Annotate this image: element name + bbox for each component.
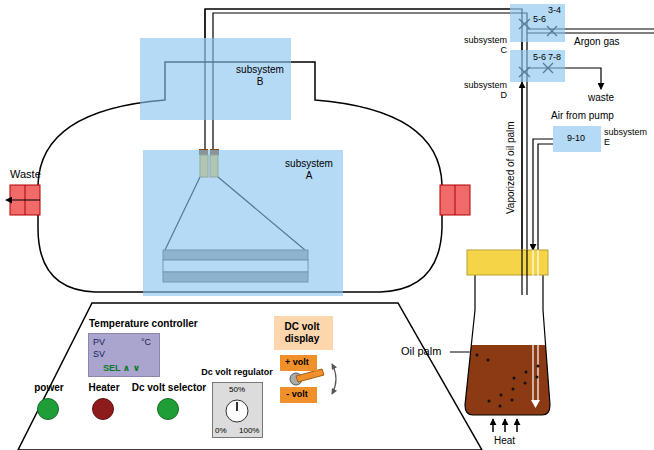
lever-arrow bbox=[332, 364, 336, 394]
leader-line bbox=[450, 352, 471, 353]
air-arrow bbox=[531, 400, 540, 408]
dial-pointer bbox=[236, 402, 238, 411]
node-label: 9-10 bbox=[567, 133, 585, 143]
oil-flask: Oil palm bbox=[465, 250, 550, 415]
temperature-controller: Temperature controllerPVSV°CSEL ∧ ∨ bbox=[88, 333, 160, 377]
subsystem-box: subsystem E9-10 bbox=[553, 126, 601, 152]
bubble bbox=[499, 405, 502, 408]
annotation-label: Waste bbox=[10, 168, 41, 181]
air-tube bbox=[538, 144, 553, 250]
bubble bbox=[511, 399, 514, 402]
bubble bbox=[525, 371, 528, 374]
side-port bbox=[440, 185, 470, 215]
flask-stopper bbox=[467, 250, 548, 275]
node-label: 7-8 bbox=[548, 52, 561, 62]
tube-connector bbox=[205, 9, 510, 38]
bubble bbox=[487, 359, 490, 362]
waste-outlet bbox=[6, 199, 40, 200]
flask-tube bbox=[532, 250, 533, 400]
annotation-label: Heat bbox=[494, 435, 515, 447]
flow-label: Vaporized of oil palm bbox=[504, 122, 516, 215]
dial-knob bbox=[226, 400, 248, 422]
node-heading: subsystem C bbox=[460, 35, 507, 56]
tube-connector bbox=[533, 139, 553, 250]
bubble bbox=[536, 376, 539, 379]
node-label: subsystem A bbox=[281, 158, 337, 181]
bubble bbox=[500, 394, 503, 397]
subsystem-box: subsystem D5-67-8 bbox=[510, 50, 565, 82]
node-label: 5-6 bbox=[533, 14, 546, 24]
node-label: subsystem B bbox=[232, 64, 288, 87]
bubble bbox=[537, 365, 540, 368]
node-heading: Dc volt regulator bbox=[197, 367, 277, 377]
volt-button: - volt bbox=[280, 387, 317, 403]
bubble bbox=[512, 388, 515, 391]
node-heading: Dc volt selector bbox=[119, 382, 219, 394]
node-label: 100% bbox=[239, 426, 259, 435]
selector-button: Dc volt selector bbox=[157, 398, 179, 420]
annotation-label: Argon gas bbox=[574, 36, 620, 48]
subsystem-box: subsystem B bbox=[140, 38, 291, 120]
node-heading: subsystem D bbox=[460, 80, 507, 101]
control-base bbox=[18, 303, 482, 450]
bubble bbox=[476, 354, 479, 357]
subsystem-box: subsystem A bbox=[143, 150, 343, 296]
volt-regulator-dial: Dc volt regulator50%0%100% bbox=[212, 382, 263, 438]
tube-connector bbox=[521, 42, 522, 50]
node-label: 3-4 bbox=[548, 5, 561, 15]
node-label: DC volt display bbox=[274, 321, 330, 344]
bubble bbox=[513, 377, 516, 380]
node-label: 50% bbox=[213, 385, 261, 394]
heater-button: Heater bbox=[92, 398, 114, 420]
node-label: 0% bbox=[215, 426, 227, 435]
node-heading: power bbox=[0, 382, 99, 394]
flask-tube bbox=[521, 250, 522, 295]
heat-arrow bbox=[504, 419, 506, 432]
volt-button: + volt bbox=[280, 355, 317, 371]
node-label: °C bbox=[141, 337, 151, 347]
node-label: + volt bbox=[280, 357, 314, 367]
annotation-label: waste bbox=[588, 92, 614, 104]
node-heading: Temperature controller bbox=[89, 318, 198, 330]
tube-connector bbox=[521, 82, 522, 250]
node-heading: subsystem E bbox=[604, 127, 651, 148]
heat-arrow bbox=[516, 419, 518, 432]
bubble bbox=[524, 382, 527, 385]
bubble bbox=[488, 400, 491, 403]
port-divider bbox=[455, 185, 456, 215]
oil-liquid bbox=[465, 345, 550, 415]
volt-display: DC volt display bbox=[274, 316, 333, 350]
node-label: 5-6 bbox=[533, 52, 546, 62]
annotation-label: Air from pump bbox=[551, 110, 614, 122]
subsystem-box: subsystem C3-45-6 bbox=[510, 4, 565, 42]
node-label: SEL ∧ ∨ bbox=[103, 363, 140, 373]
flask-tube bbox=[526, 250, 527, 295]
node-label: SV bbox=[93, 349, 105, 359]
oil-flask-shape bbox=[465, 250, 550, 415]
flask-outline bbox=[465, 275, 550, 415]
node-label: - volt bbox=[280, 389, 314, 399]
heat-arrow bbox=[492, 419, 494, 432]
power-button: power bbox=[37, 398, 59, 420]
node-label: PV bbox=[93, 337, 105, 347]
node-heading: Oil palm bbox=[401, 345, 461, 358]
